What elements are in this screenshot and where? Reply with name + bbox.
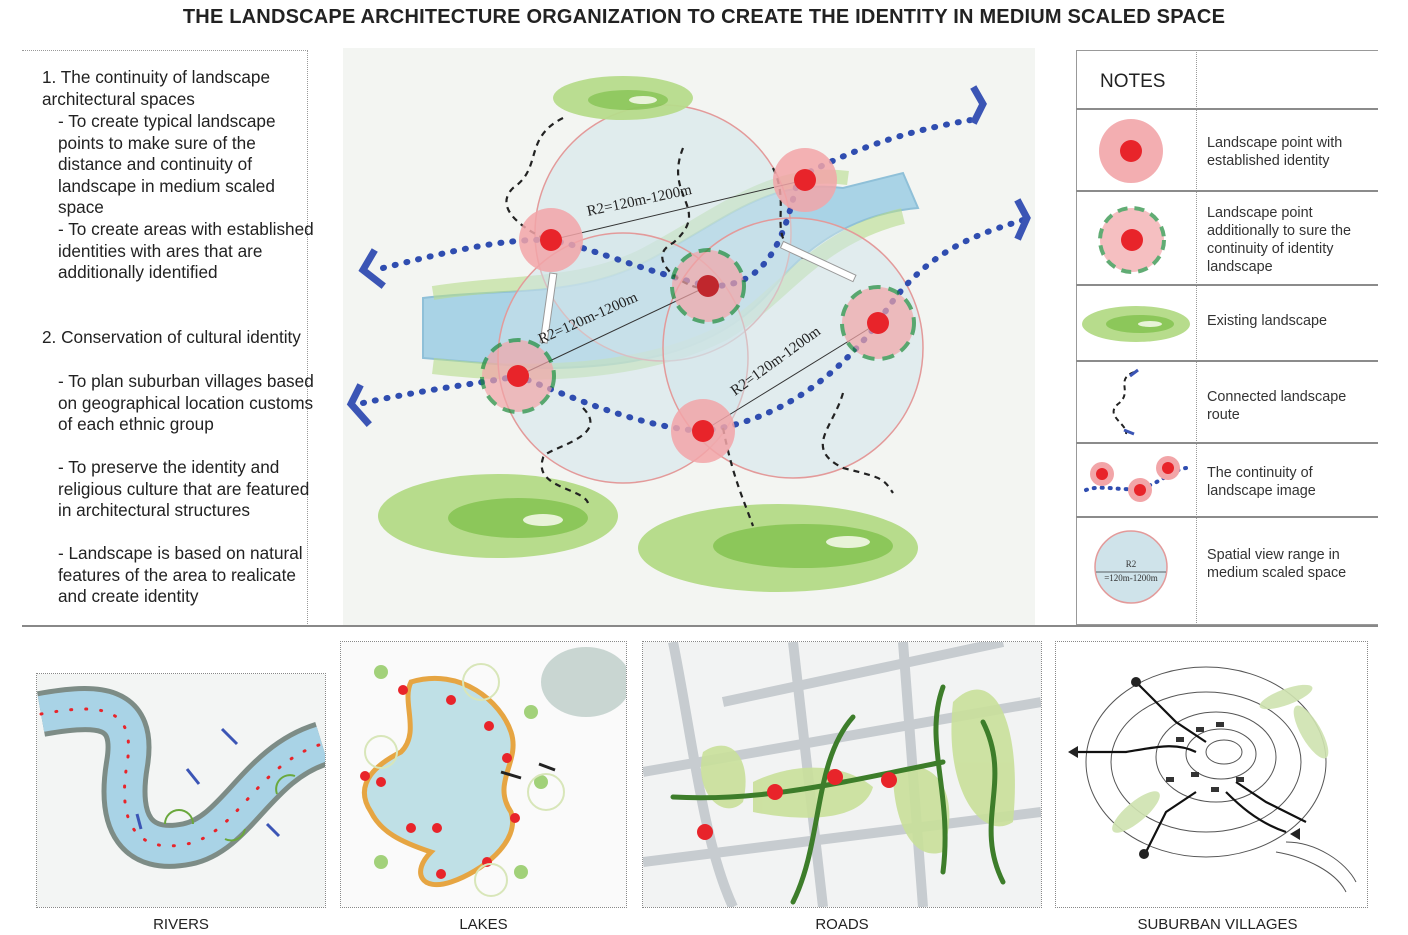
thumbnail-lakes	[340, 641, 627, 908]
legend-label: Landscape point with established identit…	[1207, 135, 1343, 169]
legend-label: Existing landscape	[1207, 313, 1327, 329]
section-2-item-1: - To plan suburban villages based on geo…	[58, 371, 314, 435]
rivers-illustration	[37, 674, 325, 907]
landscape-point-icon	[1099, 119, 1163, 183]
page-title: THE LANDSCAPE ARCHITECTURE ORGANIZATION …	[182, 6, 1226, 28]
notes-legend: NOTES Landscape point with established i…	[1076, 50, 1378, 625]
lakes-illustration	[341, 642, 626, 907]
additional-point-icon	[1098, 206, 1166, 274]
suburban-villages-illustration	[1056, 642, 1367, 907]
legend-row-additional-point: Landscape point additionally to sure the…	[1076, 190, 1378, 286]
legend-label: Spatial view range in medium scaled spac…	[1207, 547, 1347, 581]
section-divider	[22, 625, 1378, 627]
section-2-item-2: - To preserve the identity and religious…	[58, 457, 310, 521]
notes-heading: NOTES	[1100, 71, 1166, 92]
section-1-item-2: - To create areas with established ident…	[58, 219, 314, 283]
connector	[539, 272, 558, 344]
view-range-icon: R2 =120m-1200m	[1094, 530, 1168, 604]
description-panel: 1. The continuity of landscape architect…	[22, 50, 314, 624]
view-range-icon-text: R2	[1126, 559, 1137, 569]
existing-landscape-icon	[1082, 306, 1190, 342]
landscape-point	[671, 399, 735, 463]
legend-label: Landscape point additionally to sure the…	[1207, 205, 1351, 275]
section-2-heading: 2. Conservation of cultural identity	[42, 327, 301, 347]
legend-row-existing-landscape: Existing landscape	[1076, 284, 1378, 362]
legend-row-view-range: R2 =120m-1200m Spatial view range in med…	[1076, 516, 1378, 627]
legend-row-landscape-point: Landscape point with established identit…	[1076, 108, 1378, 192]
additional-landscape-point	[670, 248, 746, 324]
section-1-heading: 1. The continuity of landscape architect…	[42, 67, 271, 109]
notes-divider	[1196, 50, 1197, 625]
existing-landscape	[378, 474, 618, 558]
main-diagram-svg: R2=120m-1200m R2=120m-1200m R2=120m-1200…	[346, 76, 1031, 592]
route-icon	[1112, 368, 1139, 436]
legend-row-route: Connected landscape route	[1076, 360, 1378, 444]
view-range-icon-text: =120m-1200m	[1104, 573, 1158, 583]
legend-label: Connected landscape route	[1207, 389, 1347, 423]
existing-landscape	[553, 76, 693, 120]
notes-frame	[1076, 50, 1378, 625]
legend-row-continuity: The continuity of landscape image	[1076, 442, 1378, 518]
legend-label: The continuity of landscape image	[1207, 465, 1316, 499]
section-2-item-3: - Landscape is based on natural features…	[58, 543, 303, 607]
thumbnail-roads	[642, 641, 1042, 908]
section-1-item-1: - To create typical landscape points to …	[58, 111, 276, 218]
thumbnail-caption: LAKES	[459, 916, 508, 933]
main-diagram: R2=120m-1200m R2=120m-1200m R2=120m-1200…	[343, 48, 1035, 626]
roads-illustration	[643, 642, 1041, 907]
thumbnail-suburban-villages	[1055, 641, 1368, 908]
additional-landscape-point	[840, 285, 916, 361]
landscape-point	[773, 148, 837, 212]
thumbnail-caption: SUBURBAN VILLAGES	[1137, 916, 1298, 933]
thumbnail-caption: RIVERS	[153, 916, 209, 933]
thumbnail-caption: ROADS	[815, 916, 869, 933]
connector	[779, 240, 857, 283]
additional-landscape-point	[480, 338, 556, 414]
radius-line	[550, 179, 806, 241]
continuity-icon	[1084, 456, 1188, 502]
route-arrowhead	[346, 85, 1031, 427]
thumbnail-rivers	[36, 673, 326, 908]
existing-landscape	[638, 504, 918, 592]
landscape-point	[519, 208, 583, 272]
